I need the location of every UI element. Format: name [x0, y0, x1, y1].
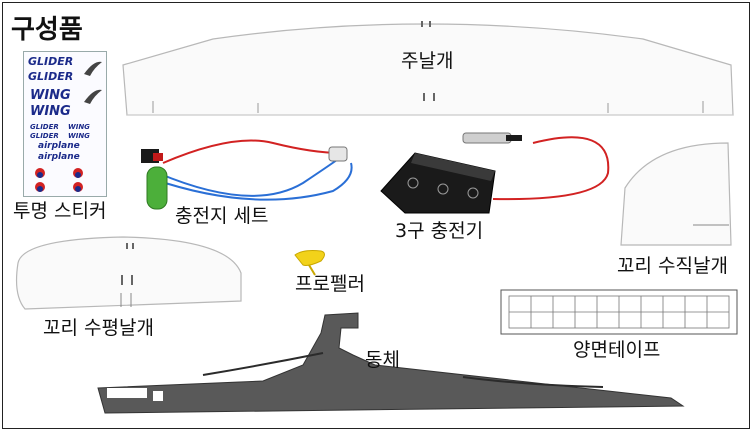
sticker-text: WING: [30, 88, 71, 103]
label-charger: 충전지 세트: [175, 205, 269, 227]
sticker-sheet: GLIDER GLIDER WING WING GLIDER WING GLID…: [23, 51, 107, 197]
main-wing-part: [122, 21, 734, 116]
sticker-text: WING: [68, 123, 90, 131]
propeller-part: [294, 250, 325, 276]
horizontal-tail-part: [15, 236, 242, 310]
tape-part: [500, 289, 738, 335]
label-tape: 양면테이프: [573, 339, 661, 361]
label-battery: 3구 충전기: [395, 220, 484, 242]
flag-emblem-icon: [35, 168, 83, 192]
charger-set-part: [141, 139, 353, 210]
label-propeller: 프로펠러: [295, 273, 365, 295]
sticker-text: WING: [68, 132, 90, 140]
sticker-text: GLIDER: [30, 123, 59, 131]
battery-holder-part: [380, 132, 610, 214]
label-horizontal-tail: 꼬리 수평날개: [43, 317, 154, 339]
label-fuselage: 동체: [365, 349, 400, 371]
sticker-text: GLIDER: [30, 132, 59, 140]
label-sticker: 투명 스티커: [13, 200, 107, 222]
page-title: 구성품: [11, 15, 83, 45]
sticker-text: GLIDER: [28, 55, 74, 68]
fuselage-part: [97, 312, 685, 414]
sticker-text: airplane: [38, 152, 80, 162]
parts-illustration: [15, 21, 738, 414]
vertical-tail-part: [620, 142, 732, 246]
sticker-text: WING: [30, 104, 71, 119]
wing-emblem-icon: [84, 61, 102, 104]
label-vertical-tail: 꼬리 수직날개: [617, 255, 728, 277]
sticker-text: airplane: [38, 141, 80, 151]
label-main-wing: 주날개: [401, 50, 454, 72]
sticker-text: GLIDER: [28, 70, 74, 83]
